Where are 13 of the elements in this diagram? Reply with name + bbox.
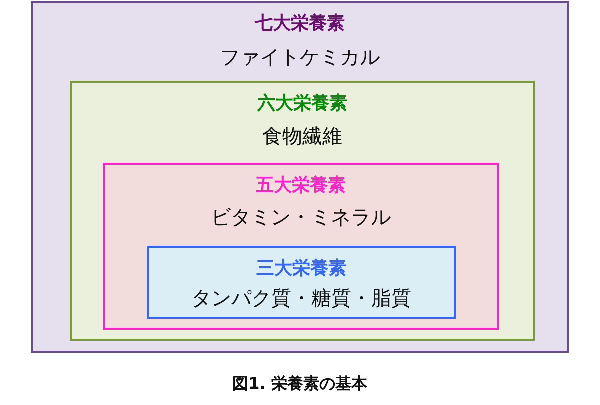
figure-caption: 図1. 栄養素の基本 (232, 374, 368, 394)
box-text: 食物繊維 (262, 124, 342, 148)
box-heading: 五大栄養素 (256, 175, 346, 197)
box-heading: 七大栄養素 (255, 13, 345, 35)
box-heading: 六大栄養素 (258, 93, 348, 115)
nested-box (103, 163, 499, 330)
box-heading: 三大栄養素 (256, 258, 346, 280)
box-text: ビタミン・ミネラル (211, 205, 391, 229)
nested-box (147, 246, 456, 319)
nested-box (31, 1, 569, 353)
nested-box (70, 81, 535, 341)
box-text: ファイトケミカル (220, 45, 380, 69)
box-text: タンパク質・糖質・脂質 (192, 286, 412, 310)
